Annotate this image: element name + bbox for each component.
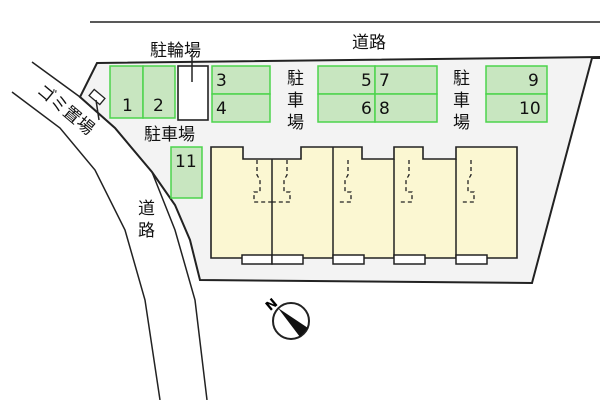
parking-space-9 — [485, 65, 548, 95]
space-number: 3 — [216, 71, 227, 91]
garbage-area-box — [88, 88, 106, 106]
space-number: 10 — [519, 99, 541, 119]
space-number: 5 — [361, 71, 372, 91]
balconies — [241, 254, 488, 265]
unit-dividers — [271, 147, 457, 258]
parking-spaces — [109, 65, 548, 199]
road-label-left-char: 路 — [138, 221, 155, 241]
parking-space-7 — [374, 65, 438, 95]
parking-label-vertical-char: 場 — [287, 113, 304, 133]
parking-label-vertical-char: 駐 — [453, 69, 470, 89]
space-number: 8 — [379, 99, 390, 119]
road-left-left-edge — [11, 91, 161, 400]
north-compass-icon: N — [263, 296, 310, 340]
road-label-left-char: 道 — [138, 199, 155, 219]
parking-label: 駐車場 — [144, 125, 195, 145]
garbage-area-leader — [95, 99, 100, 121]
parking-space-11 — [170, 146, 203, 199]
parking-label-vertical-char: 場 — [453, 113, 470, 133]
parking-space-8 — [374, 93, 438, 123]
parking-space-10 — [485, 93, 548, 123]
space-number: 4 — [216, 99, 227, 119]
space-number: 6 — [361, 99, 372, 119]
space-number: 2 — [153, 96, 164, 116]
parking-label-vertical-char: 車 — [287, 91, 304, 111]
space-number: 9 — [528, 71, 539, 91]
parking-space-4 — [211, 93, 271, 123]
road-left-right-edge — [31, 61, 208, 400]
bicycle-parking-label: 駐輪場 — [150, 41, 201, 61]
parking-label-vertical-char: 車 — [453, 91, 470, 111]
parking-label-vertical-char: 駐 — [287, 69, 304, 89]
road-label-top: 道路 — [352, 33, 386, 53]
space-number: 7 — [379, 71, 390, 91]
space-number: 1 — [122, 96, 133, 116]
parking-space-2 — [142, 65, 176, 119]
bicycle-parking-area — [177, 65, 209, 121]
parking-space-1 — [109, 65, 144, 119]
stairs-outlines — [253, 160, 475, 203]
space-number: 11 — [175, 152, 197, 172]
